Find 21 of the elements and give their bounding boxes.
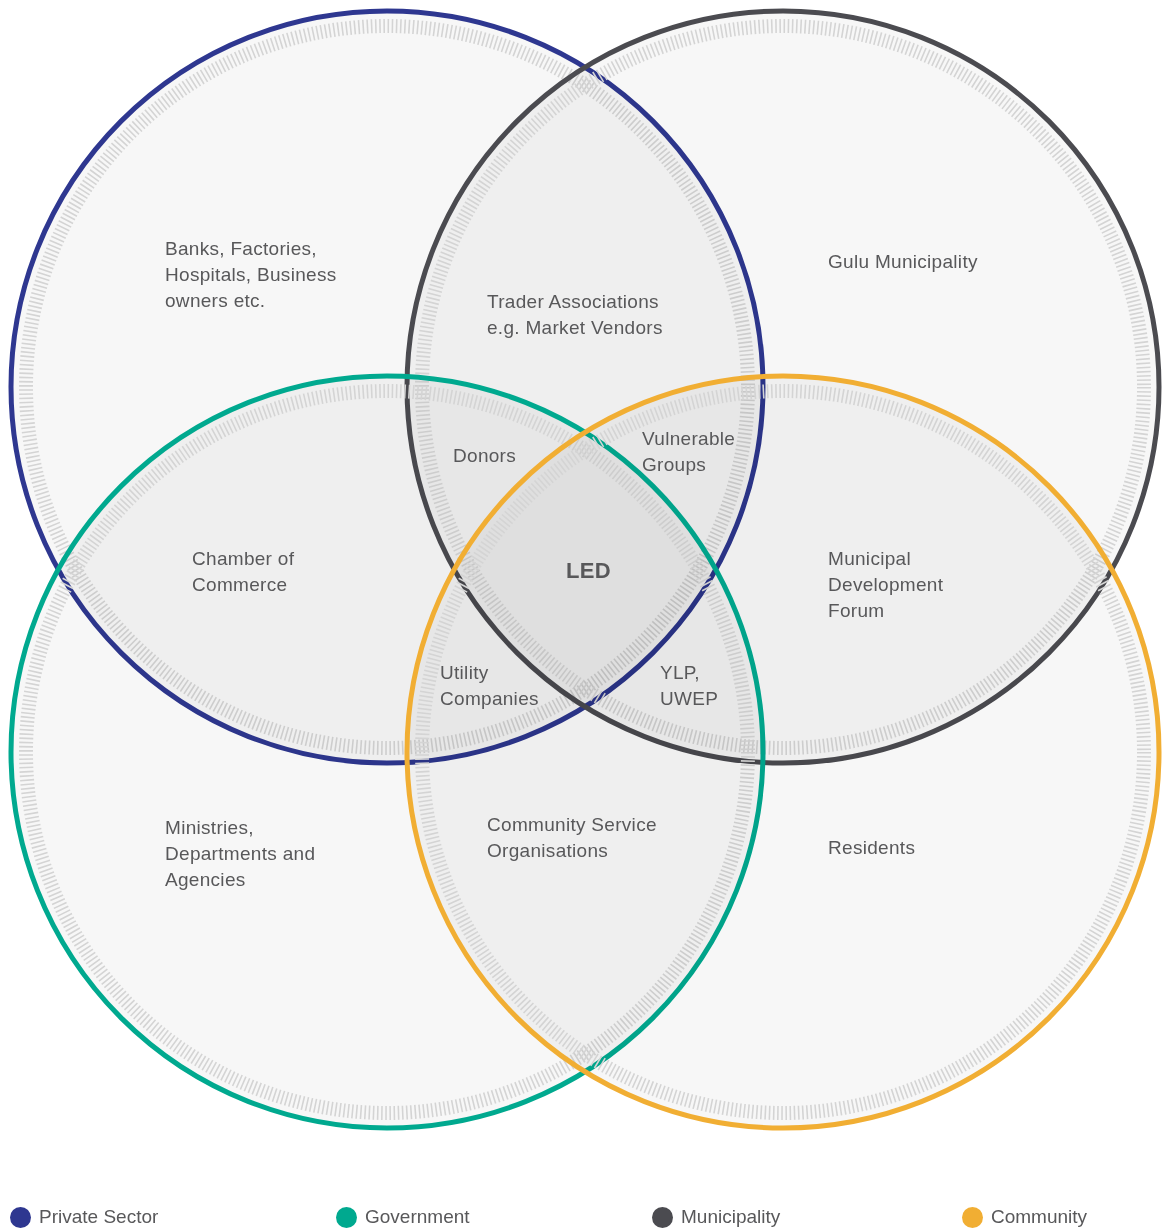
region-label: Vulnerable Groups	[642, 427, 737, 477]
legend-label: Government	[365, 1205, 470, 1229]
legend-label: Private Sector	[39, 1205, 159, 1229]
region-label: YLP, UWEP	[660, 661, 720, 711]
region-label: Chamber of Commerce	[192, 547, 296, 597]
venn-circle	[8, 373, 766, 1131]
legend-label: Community	[991, 1205, 1088, 1229]
region-label: Utility Companies	[440, 661, 540, 711]
region-label: Donors	[453, 444, 518, 468]
region-label: Community Service Organisations	[487, 813, 658, 863]
region-label: Gulu Municipality	[828, 250, 979, 274]
legend-label: Municipality	[681, 1205, 781, 1229]
venn-circle	[404, 373, 1162, 1131]
region-label: Ministries, Departments and Agencies	[165, 816, 317, 892]
region-label: Trader Associations e.g. Market Vendors	[487, 290, 664, 340]
region-label: Municipal Development Forum	[828, 547, 945, 623]
region-label: LED	[566, 558, 612, 584]
venn-circle	[8, 8, 766, 766]
region-label: Banks, Factories, Hospitals, Business owners etc.	[165, 237, 338, 313]
region-label: Residents	[828, 836, 917, 860]
venn-circle	[404, 8, 1162, 766]
